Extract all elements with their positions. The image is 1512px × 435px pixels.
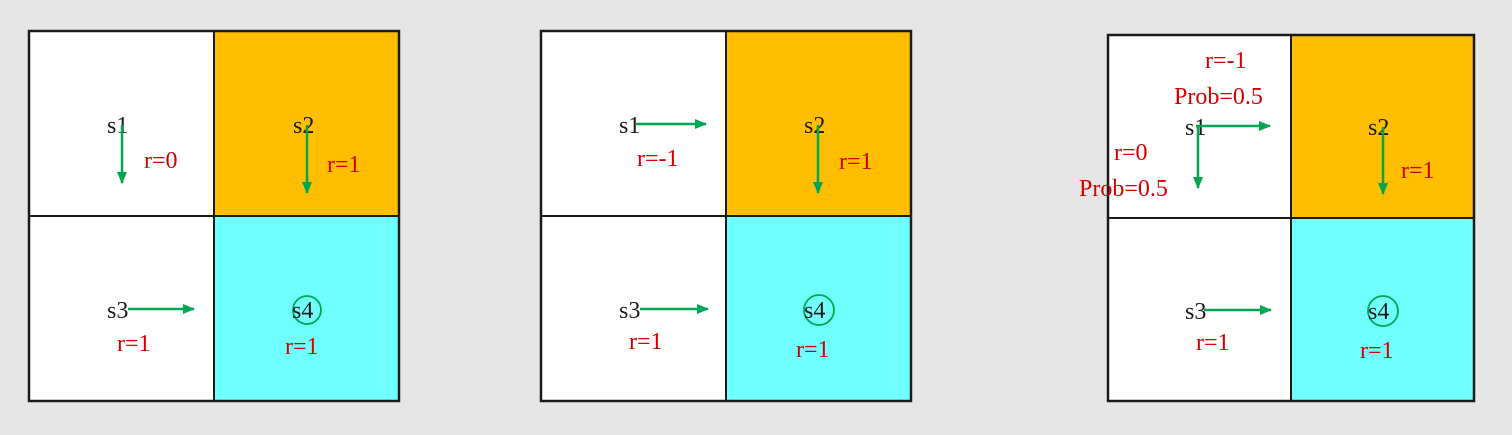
grid-3-s2-reward: r=1: [1401, 158, 1435, 184]
grid-3: r=-1 Prob=0.5 s1 r=0 Prob=0.5 s2 r=1 s3 …: [1079, 33, 1476, 403]
grid-3-s1-right-reward: r=-1: [1205, 48, 1247, 74]
grid-2-s2-reward: r=1: [839, 149, 873, 175]
grid-2-s4-stay-circle: [803, 294, 835, 326]
grid-1-s1-label: s1: [107, 113, 128, 139]
grid-1-frame: [27, 29, 401, 403]
grid-2-s2-label: s2: [804, 113, 825, 139]
grid-3-s4-label: s4: [1368, 299, 1389, 325]
grid-1-s2-label: s2: [293, 113, 314, 139]
grid-1-s3-reward: r=1: [117, 331, 151, 357]
grid-2-cell-s4: [725, 215, 912, 402]
grid-3-s2-label: s2: [1368, 115, 1389, 141]
grid-1-s1-reward: r=0: [144, 148, 178, 174]
grid-1-s4-reward: r=1: [285, 334, 319, 360]
grid-2-s4-label: s4: [804, 298, 825, 324]
grid-1-cell-s1: [28, 30, 215, 217]
grid-1-s4-stay-circle: [292, 295, 322, 325]
grid-3-frame: [1106, 33, 1476, 403]
grid-1-s4-label: s4: [292, 298, 313, 324]
grid-2: s1 r=-1 s2 r=1 s3 r=1 s4 r=1: [539, 29, 913, 403]
grid-2-s1-label: s1: [619, 113, 640, 139]
grid-3-s1-label: s1: [1185, 115, 1206, 141]
grid-2-s3-reward: r=1: [629, 329, 663, 355]
grid-3-s1-right-prob: Prob=0.5: [1174, 84, 1263, 110]
grid-3-cell-s4: [1290, 217, 1475, 402]
grid-1-s3-label: s3: [107, 298, 128, 324]
grid-3-s3-label: s3: [1185, 299, 1206, 325]
grid-2-s4-reward: r=1: [796, 337, 830, 363]
grid-3-s3-reward: r=1: [1196, 330, 1230, 356]
grid-3-s4-stay-circle: [1367, 295, 1399, 327]
grid-3-s1-down-reward: r=0: [1114, 140, 1148, 166]
grid-3-s4-reward: r=1: [1360, 338, 1394, 364]
grid-2-s1-reward: r=-1: [637, 146, 679, 172]
grid-2-s3-label: s3: [619, 298, 640, 324]
grid-3-s1-down-prob: Prob=0.5: [1079, 176, 1168, 202]
grid-1-s2-reward: r=1: [327, 152, 361, 178]
grid-2-frame: [539, 29, 913, 403]
grid-1-cell-s4: [213, 215, 400, 402]
grid-1: s1 r=0 s2 r=1 s3 r=1 s4 r=1: [27, 29, 401, 403]
